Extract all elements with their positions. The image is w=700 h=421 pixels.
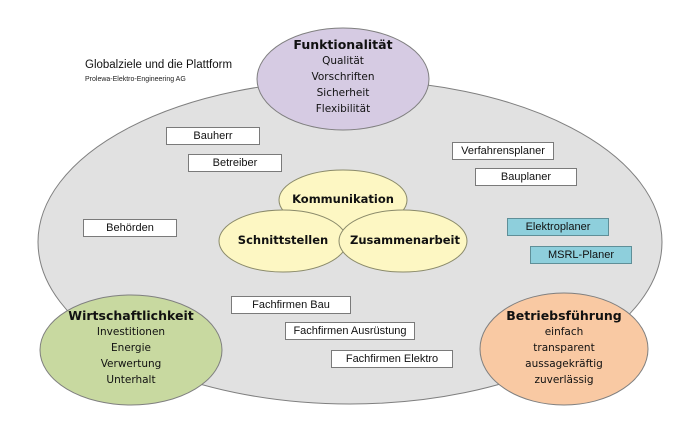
wirtschaftlichkeit-group: Wirtschaftlichkeit Investitionen Energie… — [51, 307, 211, 388]
stakeholder-msrl-planer: MSRL-Planer — [530, 246, 632, 264]
stakeholder-behoerden: Behörden — [83, 219, 177, 237]
betriebsfuehrung-ellipse — [479, 292, 649, 406]
funktionalitaet-item: Flexibilität — [315, 103, 371, 115]
betriebsfuehrung-title: Betriebsführung — [506, 308, 622, 323]
funktionalitaet-item: Vorschriften — [311, 71, 375, 83]
kommunikation-label: Kommunikation — [292, 192, 394, 206]
stakeholder-verfahrensplaner: Verfahrensplaner — [452, 142, 554, 160]
wirtschaftlichkeit-item: Verwertung — [100, 358, 162, 370]
funktionalitaet-group: Funktionalität Qualität Vorschriften Sic… — [263, 36, 423, 117]
diagram-title: Globalziele und die Plattform — [85, 59, 233, 71]
wirtschaftlichkeit-ellipse — [39, 294, 223, 406]
stakeholder-fachfirmen-bau: Fachfirmen Bau — [231, 296, 351, 314]
schnittstellen-label: Schnittstellen — [237, 233, 329, 247]
betriebsfuehrung-item: aussagekräftig — [525, 358, 603, 370]
stakeholder-betreiber: Betreiber — [188, 154, 282, 172]
funktionalitaet-title: Funktionalität — [293, 37, 393, 52]
betriebsfuehrung-group: Betriebsführung einfach transparent auss… — [484, 307, 644, 388]
wirtschaftlichkeit-item: Energie — [111, 342, 151, 354]
wirtschaftlichkeit-item: Investitionen — [96, 326, 166, 338]
stakeholder-fachfirmen-ausruestung: Fachfirmen Ausrüstung — [285, 322, 415, 340]
wirtschaftlichkeit-item: Unterhalt — [106, 374, 156, 386]
funktionalitaet-item: Sicherheit — [316, 87, 370, 99]
zusammenarbeit-ellipse — [338, 209, 468, 273]
funktionalitaet-ellipse — [256, 27, 430, 131]
betriebsfuehrung-item: transparent — [533, 342, 595, 354]
funktionalitaet-item: Qualität — [322, 55, 364, 67]
betriebsfuehrung-item: einfach — [544, 326, 584, 338]
stakeholder-bauherr: Bauherr — [166, 127, 260, 145]
betriebsfuehrung-item: zuverlässig — [534, 374, 594, 386]
stakeholder-elektroplaner: Elektroplaner — [507, 218, 609, 236]
wirtschaftlichkeit-title: Wirtschaftlichkeit — [68, 308, 194, 323]
company-name: Prolewa-Elektro-Engineering AG — [85, 76, 186, 83]
stakeholder-bauplaner: Bauplaner — [475, 168, 577, 186]
zusammenarbeit-label: Zusammenarbeit — [350, 233, 460, 247]
stakeholder-fachfirmen-elektro: Fachfirmen Elektro — [331, 350, 453, 368]
